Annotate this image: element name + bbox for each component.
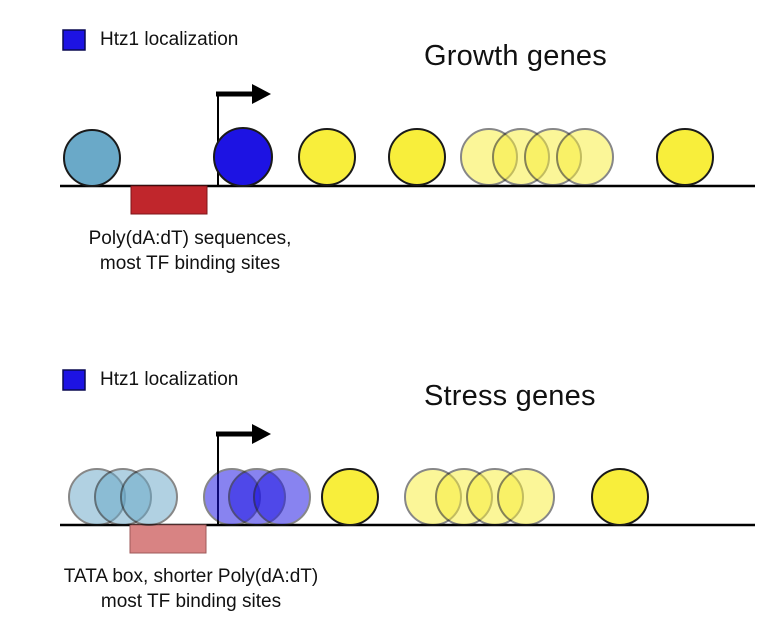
stress-genes-title: Stress genes — [424, 380, 596, 412]
yellow-nucleosome — [388, 128, 446, 186]
yellow-nucleosome — [321, 468, 379, 526]
yellow-nucleosome — [298, 128, 356, 186]
growth-genes-title: Growth genes — [424, 40, 607, 72]
htz1-legend-swatch-icon — [62, 29, 86, 51]
stress-genes-diagram — [60, 424, 755, 554]
fuzzy-yellow-nucleosome — [556, 128, 614, 186]
fuzzy-yellow-nucleosomes — [404, 468, 555, 526]
htz1-nucleosome — [213, 127, 273, 187]
growth-caption: Poly(dA:dT) sequences, most TF binding s… — [35, 226, 345, 276]
fuzzy-htz1-nucleosomes — [203, 468, 311, 526]
growth-htz1-legend: Htz1 localization — [62, 29, 238, 51]
fuzzy-canonical-nucleosomes — [68, 468, 178, 526]
growth-caption-line1: Poly(dA:dT) sequences, — [88, 228, 292, 249]
fuzzy-htz1-nucleosome — [253, 468, 311, 526]
htz1-swatch-rect — [62, 29, 86, 51]
stress-caption-line1: TATA box, shorter Poly(dA:dT) — [63, 566, 319, 587]
stress-caption: TATA box, shorter Poly(dA:dT) most TF bi… — [0, 564, 382, 614]
growth-caption-line2: most TF binding sites — [99, 253, 281, 274]
canonical-nucleosome — [63, 129, 121, 187]
htz1-swatch-rect — [62, 369, 86, 391]
stress-htz1-legend: Htz1 localization — [62, 369, 238, 391]
fuzzy-yellow-nucleosome — [497, 468, 555, 526]
poly-da-dt-box — [130, 185, 208, 215]
htz1-legend-label: Htz1 localization — [100, 29, 239, 50]
fuzzy-yellow-nucleosomes — [460, 128, 614, 186]
fuzzy-canonical-nucleosome — [120, 468, 178, 526]
tata-box — [129, 524, 207, 554]
htz1-legend-label: Htz1 localization — [100, 369, 239, 390]
stress-caption-line2: most TF binding sites — [100, 591, 282, 612]
yellow-nucleosome — [656, 128, 714, 186]
yellow-nucleosome — [591, 468, 649, 526]
growth-genes-diagram — [60, 84, 755, 215]
htz1-legend-swatch-icon — [62, 369, 86, 391]
